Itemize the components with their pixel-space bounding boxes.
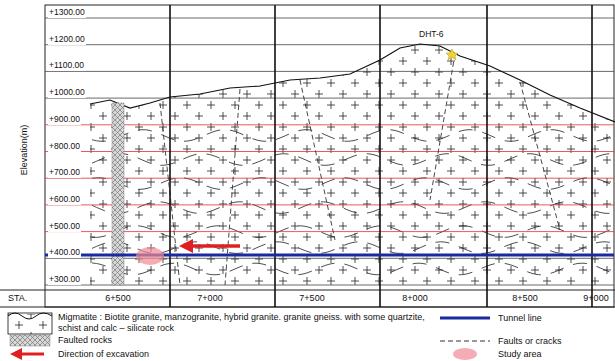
station-label: 7+500 xyxy=(299,293,324,304)
elevation-tick: +800.00 xyxy=(48,141,81,152)
legend-text: Direction of excavation xyxy=(58,349,258,360)
station-label: 8+000 xyxy=(402,293,427,304)
legend-text: Study area xyxy=(498,349,608,360)
elevation-tick: +300.00 xyxy=(48,274,81,285)
legend-text: Migmatite : Biotite granite, manzogranit… xyxy=(58,312,430,334)
borehole-label: DHT-6 xyxy=(418,29,445,40)
elevation-tick: +1000.00 xyxy=(48,87,86,98)
station-label: 9+000 xyxy=(583,293,608,304)
station-label: 8+500 xyxy=(512,293,537,304)
elevation-tick: +600.00 xyxy=(48,194,81,205)
elevation-tick: +1200.00 xyxy=(48,34,86,45)
station-label: 7+000 xyxy=(197,293,222,304)
elevation-tick: +1100.00 xyxy=(48,60,85,71)
legend-text: Faults or cracks xyxy=(498,336,608,347)
station-heading: STA. xyxy=(8,293,27,304)
legend-text: Tunnel line xyxy=(498,313,608,324)
station-label: 6+500 xyxy=(105,293,130,304)
elevation-tick: +400.00 xyxy=(48,247,81,258)
axis-title: Elevation(m) xyxy=(19,124,30,177)
legend-text: Faulted rocks xyxy=(58,335,258,346)
elevation-tick: +700.00 xyxy=(48,167,81,178)
elevation-tick: +900.00 xyxy=(48,114,81,125)
elevation-tick: +1300.00 xyxy=(48,7,86,18)
elevation-tick: +500.00 xyxy=(48,221,81,232)
